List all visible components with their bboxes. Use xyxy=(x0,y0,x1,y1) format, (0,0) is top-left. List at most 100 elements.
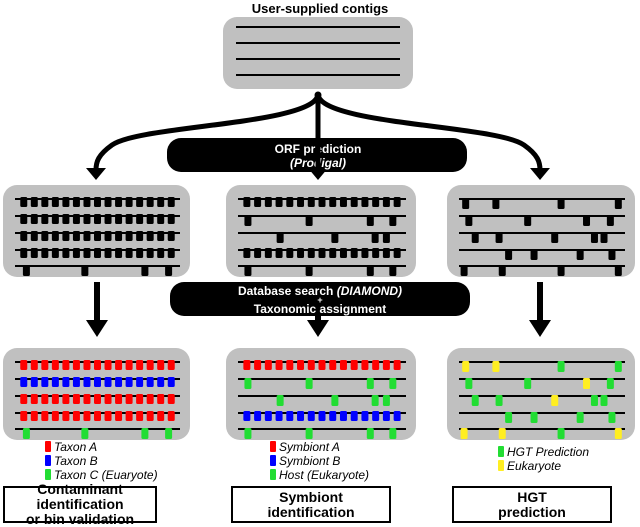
gene-marker xyxy=(104,197,112,207)
gene-marker xyxy=(72,248,80,258)
gene-marker xyxy=(167,231,175,241)
gene-marker xyxy=(62,394,70,404)
legend-swatch-green xyxy=(498,446,504,457)
gene-marker xyxy=(41,411,49,421)
gene-marker xyxy=(243,248,251,258)
gene-marker xyxy=(243,360,251,370)
gene-marker xyxy=(275,197,283,207)
gene-marker xyxy=(371,232,379,243)
contig-row xyxy=(15,265,180,276)
contig-row xyxy=(238,265,406,276)
db-taxonomic-label: Taxonomic assignment xyxy=(254,302,386,316)
gene-marker xyxy=(600,232,608,243)
legend-item: Host (Eukaryote) xyxy=(270,468,369,482)
gene-marker xyxy=(614,198,622,209)
gene-marker xyxy=(614,361,622,372)
gene-marker xyxy=(94,411,101,421)
gene-marker xyxy=(243,197,251,207)
contig-row xyxy=(15,197,180,207)
gene-marker xyxy=(305,215,313,226)
taxonomy-panels xyxy=(3,348,635,440)
gene-marker xyxy=(41,214,49,224)
gene-marker xyxy=(20,248,28,258)
gene-marker xyxy=(600,395,608,406)
contig-row xyxy=(459,249,625,260)
gene-marker xyxy=(165,265,173,276)
gene-marker xyxy=(157,214,165,224)
gene-marker xyxy=(115,231,123,241)
gene-marker xyxy=(72,360,80,370)
gene-marker xyxy=(72,214,80,224)
gene-marker xyxy=(51,214,59,224)
gene-marker xyxy=(115,411,123,421)
contig-row xyxy=(15,411,180,421)
gene-marker xyxy=(606,215,614,226)
gene-marker xyxy=(51,197,59,207)
gene-marker xyxy=(361,248,369,258)
gene-marker xyxy=(244,378,252,389)
legend-item: Eukaryote xyxy=(498,459,561,473)
gene-marker xyxy=(305,428,313,439)
gene-marker xyxy=(51,377,59,387)
contig-row xyxy=(238,428,406,439)
gene-marker xyxy=(350,197,358,207)
contig-row xyxy=(15,428,180,439)
gene-marker xyxy=(30,411,38,421)
contig-row xyxy=(459,378,625,389)
arrowhead-right xyxy=(530,168,550,180)
gene-marker xyxy=(465,215,473,226)
gene-marker xyxy=(104,377,112,387)
gene-marker xyxy=(165,428,173,439)
branch-left xyxy=(93,93,321,171)
gene-marker xyxy=(83,377,91,387)
gene-marker xyxy=(393,248,401,258)
output-symbiont-line1: Symbiont xyxy=(279,488,343,505)
output-contaminant-line1: Contaminant identification xyxy=(36,481,124,512)
gene-marker xyxy=(51,231,59,241)
gene-marker xyxy=(146,231,154,241)
gene-marker xyxy=(286,411,294,421)
gene-marker xyxy=(62,411,70,421)
gene-marker xyxy=(305,265,313,276)
gene-marker xyxy=(146,394,154,404)
legend-item: Taxon A xyxy=(45,440,97,454)
gene-marker xyxy=(141,265,149,276)
contig-row xyxy=(238,215,406,226)
gene-marker xyxy=(94,394,101,404)
gene-marker xyxy=(307,360,315,370)
gene-marker xyxy=(30,214,38,224)
gene-marker xyxy=(81,428,89,439)
gene-marker xyxy=(30,377,38,387)
gene-marker xyxy=(462,361,470,372)
gene-marker xyxy=(329,360,337,370)
gene-marker xyxy=(146,360,154,370)
gene-marker xyxy=(614,265,622,276)
orf-panel-contaminant xyxy=(3,185,190,277)
gene-marker xyxy=(275,248,283,258)
gene-marker xyxy=(339,360,347,370)
gene-marker xyxy=(83,360,91,370)
gene-marker xyxy=(167,248,175,258)
gene-marker xyxy=(492,198,500,209)
gene-marker xyxy=(371,395,379,406)
legend-item: Taxon B xyxy=(45,454,98,468)
arrowhead-down-right xyxy=(529,320,551,337)
gene-marker xyxy=(157,394,165,404)
legend-item: HGT Prediction xyxy=(498,445,589,459)
diagram-title: User-supplied contigs xyxy=(252,1,389,16)
gene-marker xyxy=(382,232,390,243)
gene-marker xyxy=(339,197,347,207)
gene-marker xyxy=(465,378,473,389)
contig-row xyxy=(15,394,180,404)
gene-marker xyxy=(136,197,144,207)
gene-marker xyxy=(115,248,123,258)
gene-marker xyxy=(104,214,112,224)
gene-marker xyxy=(389,378,397,389)
orf-panel-symbiont xyxy=(226,185,416,277)
legend-label: Eukaryote xyxy=(507,459,561,473)
gene-marker xyxy=(606,378,614,389)
gene-marker xyxy=(157,411,165,421)
gene-marker xyxy=(125,248,133,258)
gene-marker xyxy=(557,265,565,276)
